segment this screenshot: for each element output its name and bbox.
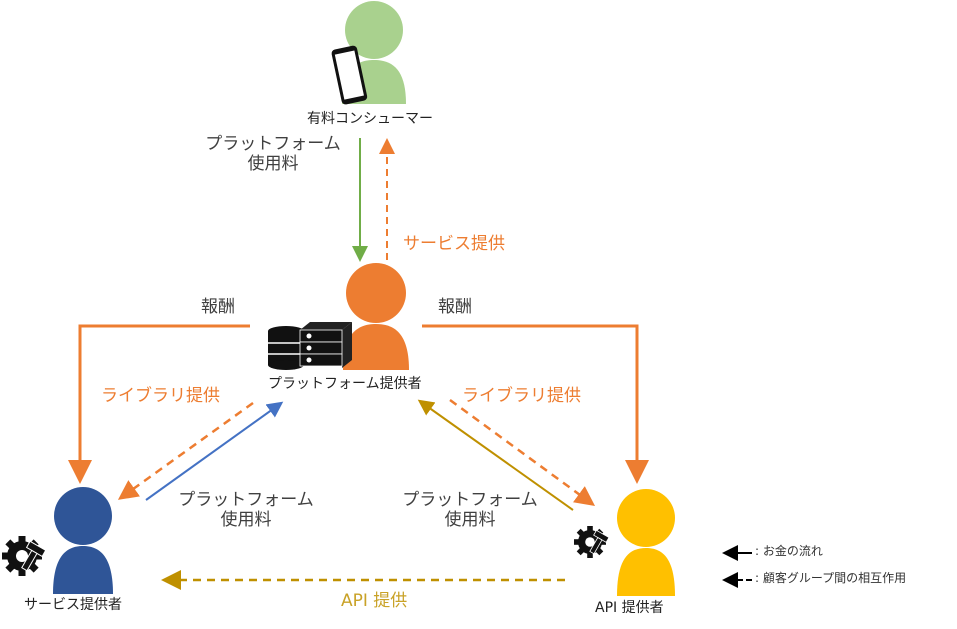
api-fee-arrow	[417, 399, 574, 511]
reward-left-arrow	[68, 324, 250, 484]
consumer-fee-line1: プラットフォーム	[205, 134, 341, 154]
library-left-arrow	[117, 401, 254, 500]
service-fee-arrow	[145, 401, 284, 501]
gear-hammer-icon	[2, 536, 47, 576]
service-fee-label: プラットフォーム 使用料	[156, 490, 336, 531]
reward-right-label: 報酬	[438, 297, 472, 317]
legend-interaction: : 顧客グループ間の相互作用	[755, 571, 907, 585]
consumer-fee-label: プラットフォーム 使用料	[188, 134, 358, 175]
reward-right-arrow	[422, 324, 649, 484]
server-database-icon	[268, 322, 352, 370]
service-person-icon	[53, 487, 113, 594]
api-fee-line1: プラットフォーム	[402, 490, 538, 510]
library-left-label: ライブラリ提供	[101, 386, 220, 406]
platform-provider-name: プラットフォーム提供者	[268, 376, 422, 392]
api-fee-line2: 使用料	[444, 510, 496, 531]
reward-left-label: 報酬	[201, 297, 235, 317]
gear-hammer-icon	[574, 526, 610, 558]
consumer-fee-line2: 使用料	[247, 154, 299, 175]
api-provider-name: API 提供者	[595, 600, 664, 616]
legend-money-flow: : お金の流れ	[755, 544, 823, 558]
api-fee-label: プラットフォーム 使用料	[380, 490, 560, 531]
library-right-arrow	[449, 398, 596, 506]
service-fee-line1: プラットフォーム	[178, 490, 314, 510]
consumer-name: 有料コンシューマー	[307, 111, 433, 127]
library-right-label: ライブラリ提供	[462, 386, 581, 406]
service-provider-name: サービス提供者	[24, 597, 122, 613]
api-provision-label: API 提供	[341, 591, 408, 611]
smartphone-icon	[331, 45, 368, 105]
service-provision-label: サービス提供	[403, 234, 505, 254]
api-person-icon	[617, 489, 675, 596]
platform-person-icon	[343, 263, 409, 370]
service-fee-line2: 使用料	[220, 510, 272, 531]
